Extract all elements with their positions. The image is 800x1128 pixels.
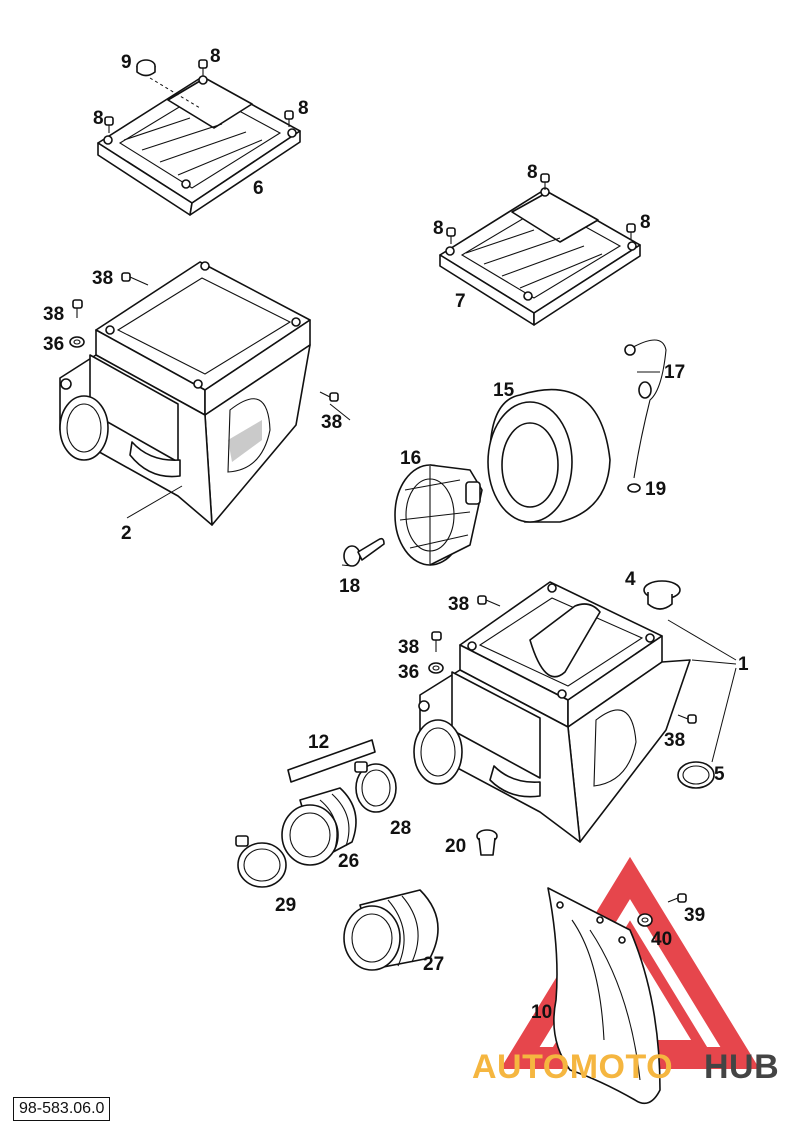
fastener-group-flap bbox=[637, 893, 687, 927]
callout-label: 12 bbox=[308, 732, 329, 753]
callout-label: 36 bbox=[398, 662, 419, 683]
rubber-sleeve-part-26 bbox=[281, 787, 357, 866]
callout-label: 7 bbox=[455, 291, 466, 312]
callout-label: 8 bbox=[640, 212, 651, 233]
callout-label: 19 bbox=[645, 479, 666, 500]
air-filter-part-15 bbox=[487, 388, 611, 523]
hose-clamp-part-29 bbox=[235, 835, 287, 888]
callout-label: 28 bbox=[390, 818, 411, 839]
callout-label: 9 bbox=[121, 52, 132, 73]
callout-label: 38 bbox=[92, 268, 113, 289]
screw-group-lid-7 bbox=[446, 173, 636, 244]
callout-label: 1 bbox=[738, 654, 749, 675]
callout-label: 39 bbox=[684, 905, 705, 926]
catalog-number: 98-583.06.0 bbox=[13, 1097, 111, 1121]
mud-flap-part-10 bbox=[547, 887, 661, 1105]
lid-part-6 bbox=[97, 75, 301, 216]
callout-label: 38 bbox=[398, 637, 419, 658]
cap-part-5 bbox=[677, 761, 715, 789]
screw-group-lid-6 bbox=[104, 59, 294, 133]
callout-label: 26 bbox=[338, 851, 359, 872]
callout-label: 20 bbox=[445, 836, 466, 857]
watermark-wordmark: AUTOMOTO HUB bbox=[472, 1048, 779, 1086]
callout-label: 8 bbox=[527, 162, 538, 183]
fastener-group-airbox-2 bbox=[69, 272, 339, 402]
callout-label: 8 bbox=[433, 218, 444, 239]
cap-part-9 bbox=[136, 59, 201, 109]
callout-label: 6 bbox=[253, 178, 264, 199]
callout-label: 36 bbox=[43, 334, 64, 355]
callout-label: 8 bbox=[210, 46, 221, 67]
leader-lines bbox=[126, 371, 737, 763]
callout-label: 10 bbox=[531, 1002, 552, 1023]
callout-label: 15 bbox=[493, 380, 515, 401]
callout-label: 18 bbox=[339, 576, 360, 597]
callout-label: 38 bbox=[448, 594, 469, 615]
callout-label: 2 bbox=[121, 523, 132, 544]
foam-strip-part-12 bbox=[287, 739, 376, 783]
callout-label: 38 bbox=[43, 304, 64, 325]
callout-label: 38 bbox=[321, 412, 342, 433]
callout-label: 17 bbox=[664, 362, 685, 383]
callout-label: 40 bbox=[651, 929, 672, 950]
callout-label: 38 bbox=[664, 730, 685, 751]
callout-label: 5 bbox=[714, 764, 725, 785]
plug-part-20 bbox=[476, 829, 498, 856]
callout-labels: 9 8 8 8 6 8 8 8 7 38 38 36 38 2 17 15 16… bbox=[43, 46, 749, 1023]
bolt-part-18 bbox=[343, 537, 385, 567]
fastener-group-airbox-1 bbox=[428, 595, 697, 724]
callout-label: 16 bbox=[400, 448, 421, 469]
callout-label: 8 bbox=[93, 108, 104, 129]
watermark-text-part1: AUTOMOTO bbox=[472, 1048, 673, 1086]
watermark-text-part2: HUB bbox=[704, 1048, 779, 1086]
callout-label: 27 bbox=[423, 954, 444, 975]
hose-clamp-part-28 bbox=[354, 761, 397, 813]
callout-label: 8 bbox=[298, 98, 309, 119]
lid-part-7 bbox=[439, 187, 641, 326]
grommet-part-4 bbox=[643, 580, 681, 610]
filter-cage-part-16 bbox=[394, 464, 483, 566]
intake-sleeve-part-27 bbox=[343, 889, 439, 971]
callout-label: 29 bbox=[275, 895, 296, 916]
airbox-part-2 bbox=[59, 261, 311, 526]
airbox-part-1 bbox=[413, 581, 691, 843]
strap-part-17 bbox=[624, 339, 667, 493]
callout-label: 4 bbox=[625, 569, 636, 590]
